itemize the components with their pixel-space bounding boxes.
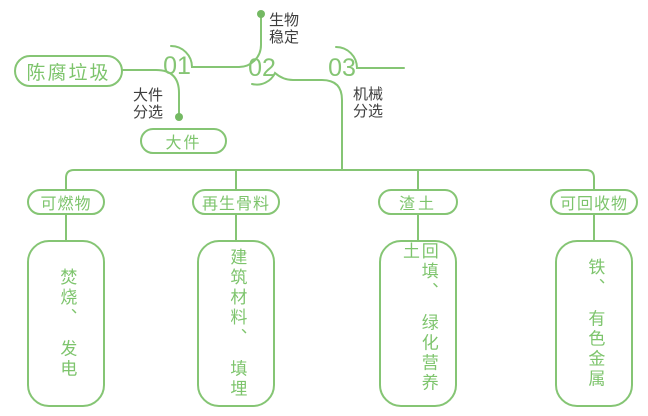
connector-step01-to-step02 xyxy=(170,45,240,68)
step-02-number: 02 xyxy=(248,54,276,82)
step-01-label: 大件 分选 xyxy=(133,87,164,121)
branch-spine xyxy=(65,169,595,191)
result-text: 建筑材料、 填埋 xyxy=(227,247,247,400)
source-label: 陈腐垃圾 xyxy=(26,62,111,84)
bulky-output-node: 大件 xyxy=(140,128,227,154)
category-node-recyclables: 可回收物 xyxy=(550,189,638,215)
result-box-combustibles: 焚烧、 发电 xyxy=(27,240,105,407)
category-node-combustibles: 可燃物 xyxy=(27,189,105,215)
result-box-recyclables: 铁、 有色金属 xyxy=(555,240,633,407)
step-03-number: 03 xyxy=(328,54,356,82)
result-box-recycled-aggregate: 建筑材料、 填埋 xyxy=(197,240,275,407)
category-node-recycled-aggregate: 再生骨料 xyxy=(192,189,280,215)
result-text: 焚烧、 发电 xyxy=(57,267,77,380)
step-03-label: 机械 分选 xyxy=(353,86,384,120)
step-01-number: 01 xyxy=(163,52,191,80)
category-label: 可燃物 xyxy=(40,196,92,213)
category-label: 再生骨料 xyxy=(201,196,270,213)
step-02-label: 生物 稳定 xyxy=(269,12,300,46)
result-box-slag-soil: 回填、 绿化营养土 xyxy=(379,240,457,407)
category-label: 渣土 xyxy=(398,196,437,213)
connector-source-to-bulky xyxy=(122,69,180,114)
connector-step03-tail xyxy=(335,46,405,69)
connector-step02-to-branches xyxy=(251,71,343,171)
bulky-node-dot xyxy=(175,113,183,121)
category-label: 可回收物 xyxy=(559,196,628,213)
bio-node-dot xyxy=(257,10,265,18)
bulky-output-label: 大件 xyxy=(165,135,202,152)
connector-step02-to-bio xyxy=(238,17,262,68)
category-node-slag-soil: 渣土 xyxy=(378,189,458,215)
result-text: 回填、 绿化营养土 xyxy=(400,242,438,394)
result-text: 铁、 有色金属 xyxy=(585,257,605,390)
source-node: 陈腐垃圾 xyxy=(14,55,123,87)
